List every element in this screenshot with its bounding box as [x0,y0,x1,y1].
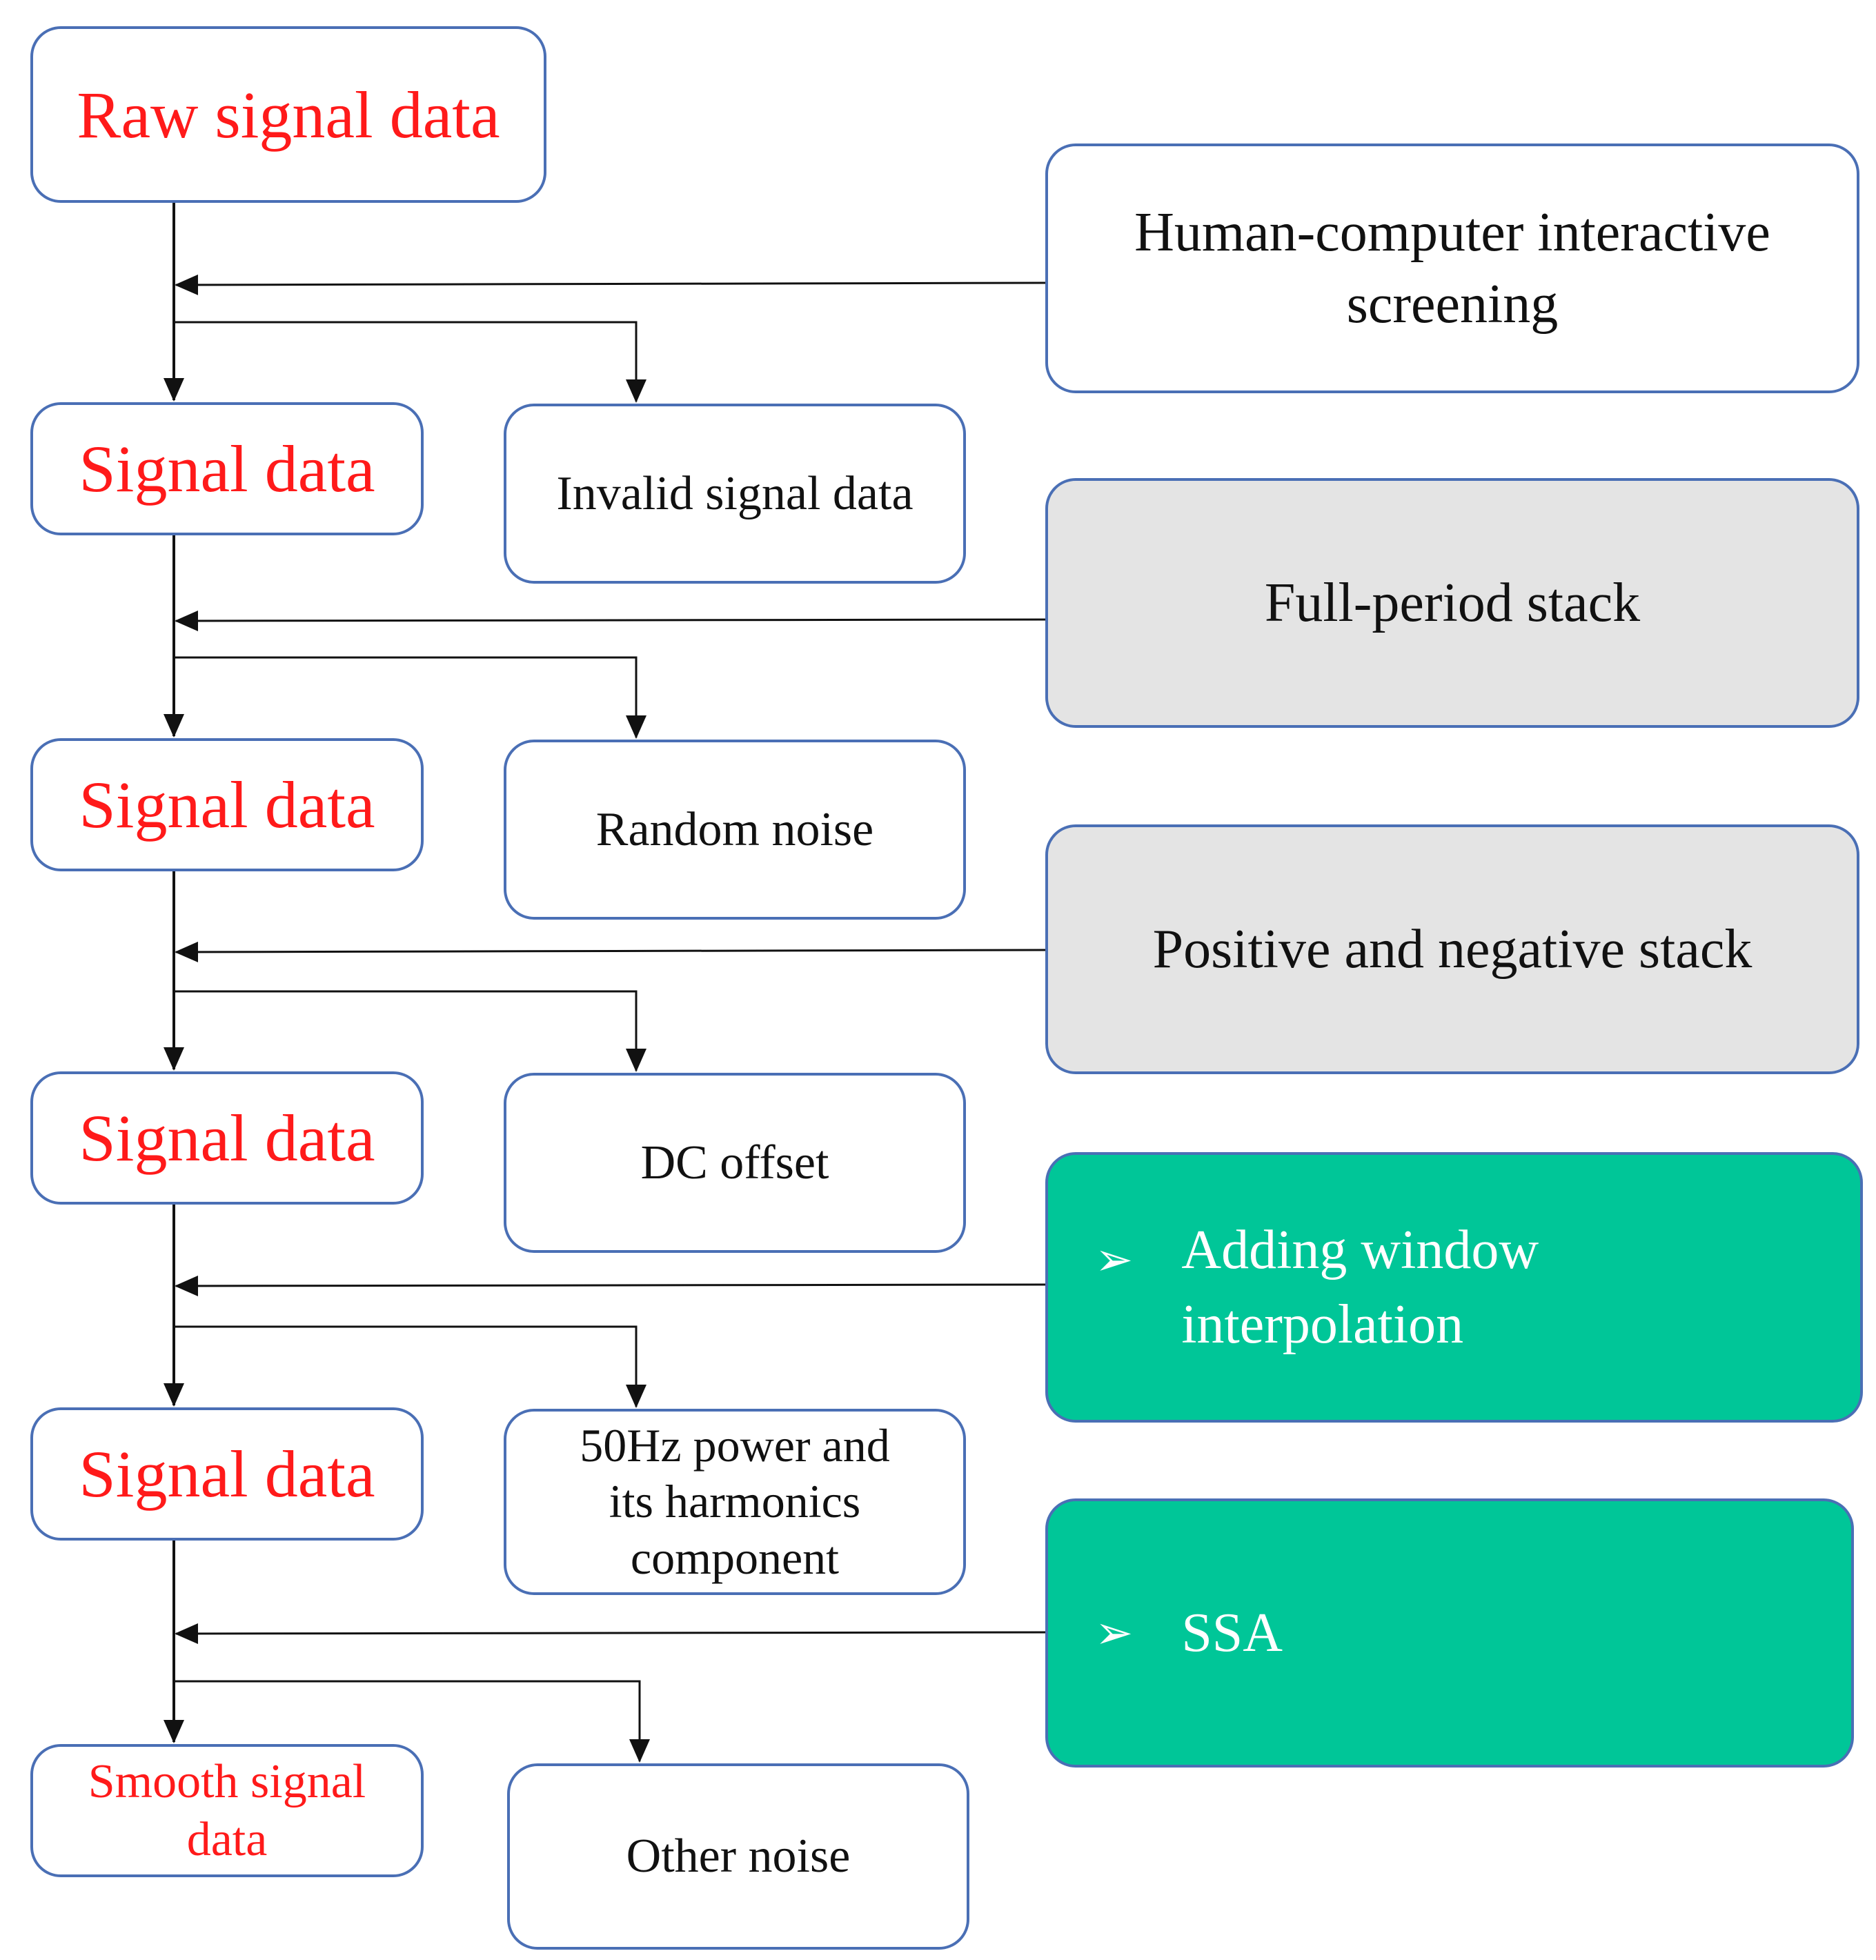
full-period-stack-node: Full-period stack [1045,478,1859,728]
power-harmonics-line2: its harmonics [609,1475,861,1528]
method-arrow-2 [175,610,1046,631]
branch-arrow-3 [174,990,646,1072]
window-interpolation-line1: Adding window [1181,1220,1539,1280]
pos-neg-stack-node: Positive and negative stack [1045,824,1859,1074]
signal-data-node-4: Signal data [30,1407,424,1541]
signal-data-label-2: Signal data [79,768,375,842]
method-arrow-5 [175,1623,1046,1644]
arrow-bullet-icon: ➢ [1095,1608,1134,1659]
random-noise-node: Random noise [504,740,966,920]
other-noise-label: Other noise [626,1830,851,1883]
method-arrow-4 [175,1275,1046,1296]
branch-arrow-5 [174,1680,650,1763]
signal-data-label-1: Signal data [79,432,375,506]
random-noise-label: Random noise [595,802,874,856]
arrow-bullet-icon: ➢ [1095,1235,1134,1285]
signal-data-node-1: Signal data [30,402,424,535]
raw-signal-label: Raw signal data [77,77,500,152]
smooth-signal-label-line1: Smooth signal [88,1754,366,1808]
raw-signal-node: Raw signal data [30,26,546,203]
method-arrow-3 [175,941,1046,962]
dc-offset-label: DC offset [640,1136,829,1189]
invalid-signal-label: Invalid signal data [556,466,914,520]
power-harmonics-line1: 50Hz power and [580,1418,890,1472]
invalid-signal-node: Invalid signal data [504,404,966,584]
hci-screening-line2: screening [1346,274,1559,335]
branch-arrow-1 [174,321,646,403]
power-harmonics-node: 50Hz power and its harmonics component [504,1409,966,1595]
full-period-stack-label: Full-period stack [1264,572,1641,633]
window-interpolation-line2: interpolation [1181,1294,1464,1355]
hci-screening-node: Human-computer interactive screening [1045,143,1859,393]
other-noise-node: Other noise [507,1763,969,1950]
signal-data-label-4: Signal data [79,1437,375,1511]
ssa-node: ➢ SSA [1045,1498,1854,1768]
window-interpolation-node: ➢ Adding window interpolation [1045,1152,1863,1423]
branch-arrow-2 [174,656,646,739]
ssa-label: SSA [1181,1602,1283,1663]
smooth-signal-node: Smooth signal data [30,1744,424,1877]
signal-data-node-3: Signal data [30,1071,424,1205]
power-harmonics-line3: component [630,1531,840,1584]
method-arrow-1 [175,274,1046,295]
smooth-signal-label-line2: data [186,1812,268,1866]
signal-data-label-3: Signal data [79,1101,375,1175]
dc-offset-node: DC offset [504,1073,966,1253]
pos-neg-stack-label: Positive and negative stack [1152,918,1752,980]
signal-data-node-2: Signal data [30,738,424,871]
hci-screening-line1: Human-computer interactive [1134,202,1770,263]
branch-arrow-4 [174,1325,646,1408]
